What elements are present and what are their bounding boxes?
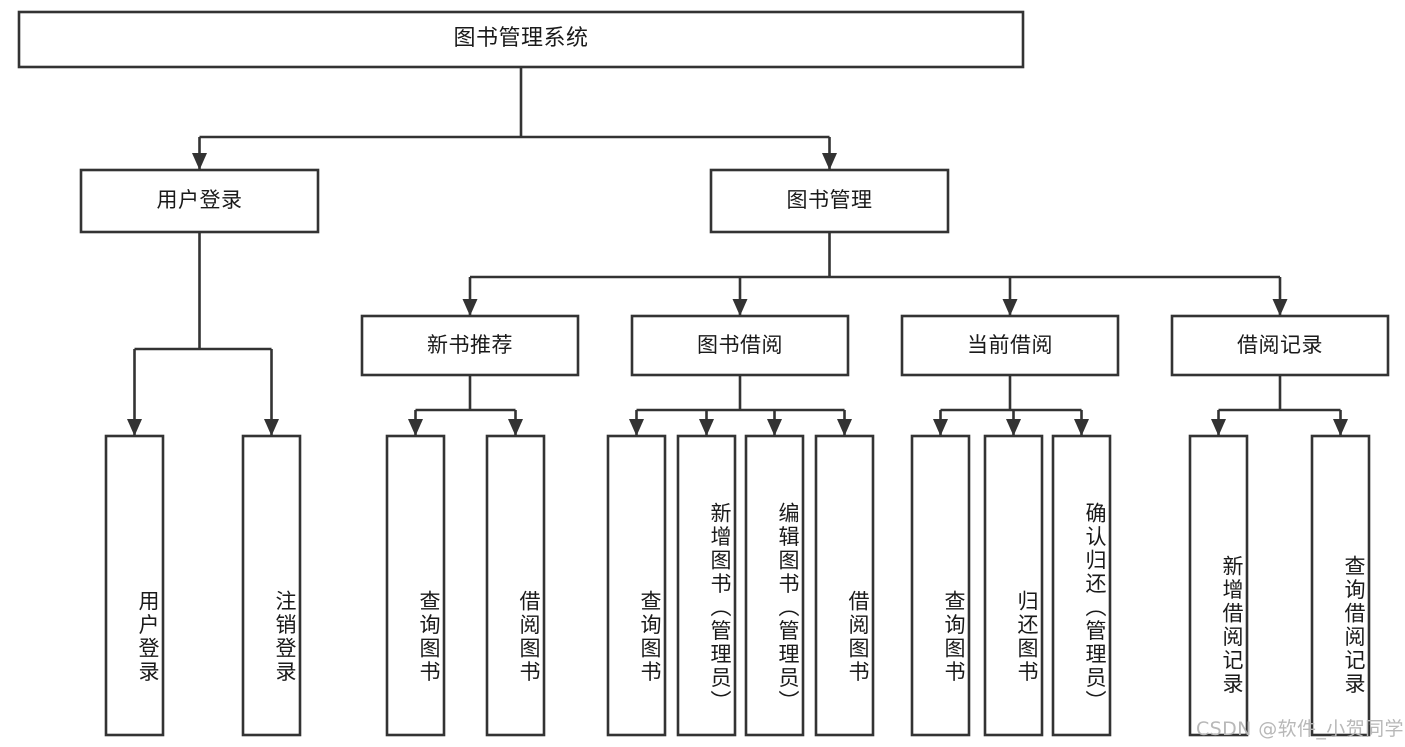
node-box-leaf-query-book-recommend[interactable] (385, 434, 446, 737)
arrow-head-icon (699, 419, 714, 436)
node-box-leaf-logout[interactable] (241, 434, 302, 737)
arrow-head-icon (767, 419, 782, 436)
arrow-head-icon (127, 419, 142, 436)
arrow-head-icon (1211, 419, 1226, 436)
node-box-borrow-record[interactable] (1170, 314, 1390, 377)
connector-edges (127, 67, 1348, 436)
arrow-head-icon (933, 419, 948, 436)
arrow-head-icon (822, 153, 837, 170)
arrow-head-icon (629, 419, 644, 436)
node-box-leaf-add-book-admin[interactable] (676, 434, 737, 737)
arrow-head-icon (264, 419, 279, 436)
arrow-head-icon (462, 299, 478, 316)
node-box-user-login[interactable] (79, 168, 320, 234)
arrow-head-icon (508, 419, 523, 436)
node-box-leaf-borrow-book-recommend[interactable] (485, 434, 546, 737)
arrow-head-icon (732, 299, 748, 316)
node-box-leaf-query-book-borrow[interactable] (606, 434, 667, 737)
node-rectangles (17, 10, 1390, 737)
node-box-leaf-query-borrow-record[interactable] (1310, 434, 1371, 737)
node-box-current-borrow[interactable] (900, 314, 1120, 377)
node-box-book-management[interactable] (709, 168, 950, 234)
arrow-head-icon (837, 419, 852, 436)
node-box-leaf-edit-book-admin[interactable] (744, 434, 805, 737)
node-box-root[interactable] (17, 10, 1025, 69)
node-box-leaf-confirm-return-admin[interactable] (1051, 434, 1112, 737)
arrow-head-icon (408, 419, 423, 436)
arrow-head-icon (1074, 419, 1089, 436)
node-box-leaf-user-login[interactable] (104, 434, 165, 737)
arrow-head-icon (192, 153, 207, 170)
node-box-new-book-recommend[interactable] (360, 314, 580, 377)
arrow-head-icon (1272, 299, 1288, 316)
arrow-head-icon (1002, 299, 1018, 316)
arrow-head-icon (1006, 419, 1021, 436)
node-box-leaf-query-book-current[interactable] (910, 434, 971, 737)
node-box-leaf-return-book[interactable] (983, 434, 1044, 737)
node-box-book-borrow[interactable] (630, 314, 850, 377)
node-box-leaf-add-borrow-record[interactable] (1188, 434, 1249, 737)
node-box-leaf-borrow-book[interactable] (814, 434, 875, 737)
arrow-head-icon (1333, 419, 1348, 436)
